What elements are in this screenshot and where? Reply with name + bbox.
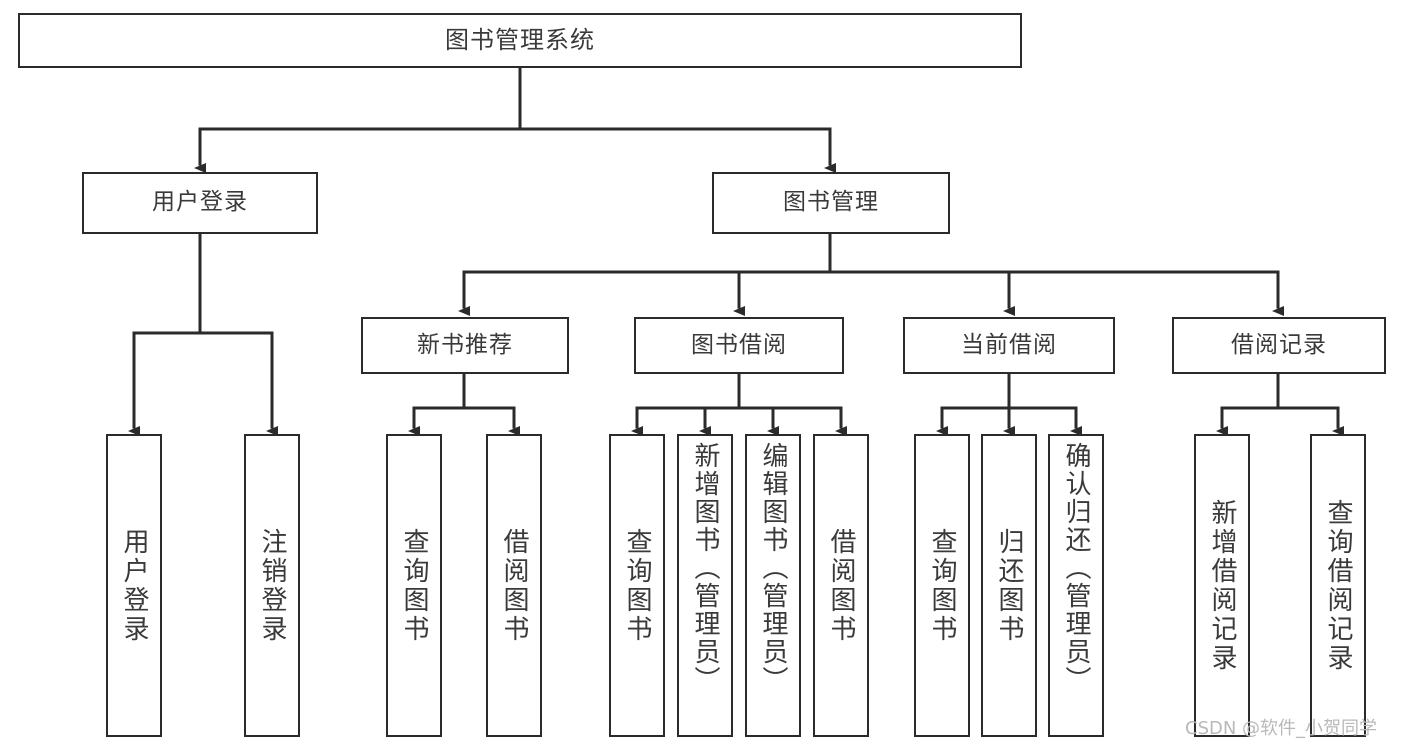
node-leaf-edit-book[interactable]: 编辑图书（管理员） [745, 434, 801, 737]
node-current-borrow[interactable]: 当前借阅 [903, 317, 1115, 374]
node-leaf-borrow-book-2-label: 借阅图书 [826, 527, 856, 644]
node-leaf-query-book-1-label: 查询图书 [399, 527, 429, 644]
node-leaf-add-book[interactable]: 新增图书（管理员） [677, 434, 733, 737]
node-leaf-query-book-2-label: 查询图书 [622, 527, 652, 644]
node-leaf-return-book[interactable]: 归还图书 [981, 434, 1037, 737]
node-leaf-borrow-book-2[interactable]: 借阅图书 [813, 434, 869, 737]
watermark-text: CSDN @软件_小贺同学 [1185, 718, 1378, 739]
node-leaf-user-login-label: 用户登录 [119, 527, 149, 644]
node-user-login-label: 用户登录 [152, 189, 248, 216]
node-leaf-query-book-1[interactable]: 查询图书 [386, 434, 442, 737]
node-leaf-query-record-label: 查询借阅记录 [1323, 498, 1353, 673]
node-new-book-recommend[interactable]: 新书推荐 [361, 317, 569, 374]
node-leaf-add-record[interactable]: 新增借阅记录 [1194, 434, 1250, 737]
node-book-borrow-label: 图书借阅 [691, 331, 787, 358]
node-user-login[interactable]: 用户登录 [82, 172, 318, 234]
node-leaf-user-login[interactable]: 用户登录 [106, 434, 162, 737]
node-leaf-query-record[interactable]: 查询借阅记录 [1310, 434, 1366, 737]
node-leaf-query-book-3[interactable]: 查询图书 [914, 434, 970, 737]
node-root-label: 图书管理系统 [445, 26, 595, 55]
node-book-borrow[interactable]: 图书借阅 [634, 317, 844, 374]
node-borrow-record-label: 借阅记录 [1231, 331, 1327, 358]
node-leaf-confirm-return-label: 确认归还（管理员） [1061, 442, 1091, 694]
node-leaf-return-book-label: 归还图书 [994, 527, 1024, 644]
node-leaf-query-book-2[interactable]: 查询图书 [609, 434, 665, 737]
node-current-borrow-label: 当前借阅 [961, 331, 1057, 358]
node-leaf-borrow-book-1[interactable]: 借阅图书 [486, 434, 542, 737]
node-leaf-add-record-label: 新增借阅记录 [1207, 498, 1237, 673]
node-leaf-add-book-label: 新增图书（管理员） [690, 442, 720, 694]
node-leaf-borrow-book-1-label: 借阅图书 [499, 527, 529, 644]
node-leaf-logout-login[interactable]: 注销登录 [244, 434, 300, 737]
node-new-book-recommend-label: 新书推荐 [417, 331, 513, 358]
node-leaf-query-book-3-label: 查询图书 [927, 527, 957, 644]
node-book-manage[interactable]: 图书管理 [712, 172, 950, 234]
node-leaf-edit-book-label: 编辑图书（管理员） [758, 442, 788, 694]
node-leaf-confirm-return[interactable]: 确认归还（管理员） [1048, 434, 1104, 737]
node-borrow-record[interactable]: 借阅记录 [1172, 317, 1386, 374]
node-leaf-logout-login-label: 注销登录 [257, 527, 287, 644]
node-book-manage-label: 图书管理 [783, 189, 879, 216]
node-root[interactable]: 图书管理系统 [18, 13, 1022, 68]
